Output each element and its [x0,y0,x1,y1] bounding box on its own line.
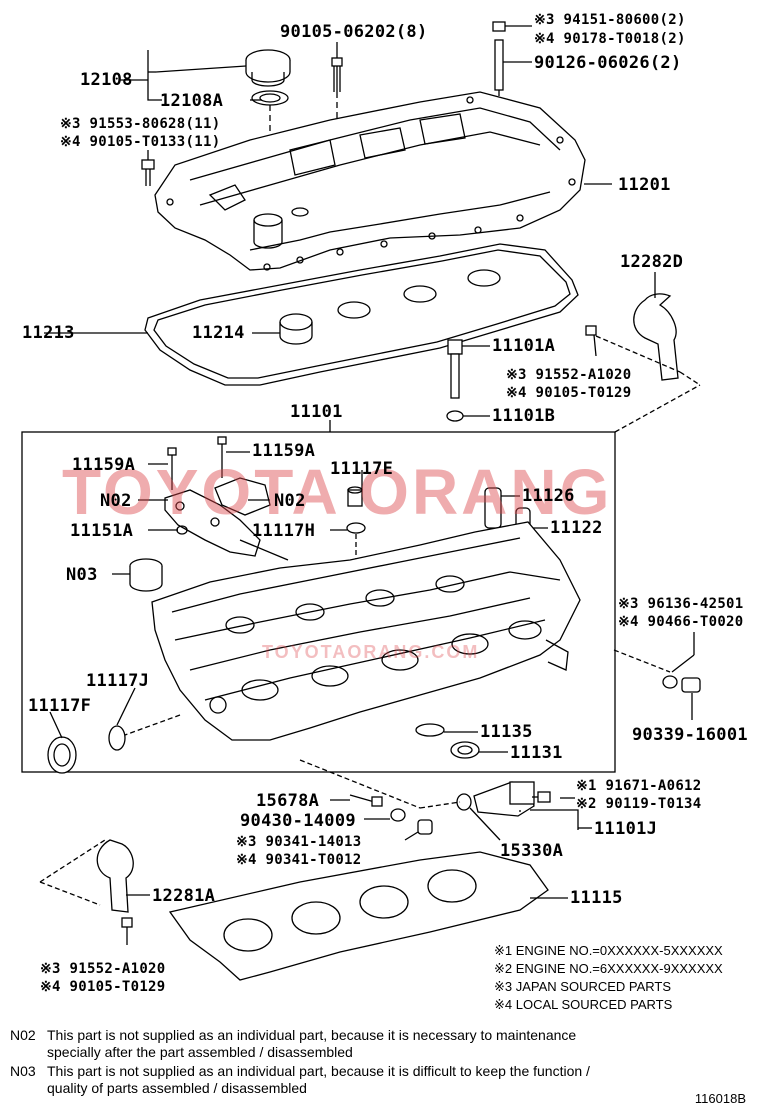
part-label-91552-a1020-bottom: ※3 91552-A1020 [40,961,166,977]
part-label-11159a-right: 11159A [252,441,316,461]
part-label-11101b: 11101B [492,406,556,426]
camshaft-bearing-cap-right [214,477,271,516]
bolt-91671-drawing [532,791,551,803]
watermark-main: TOYOTA ORANG [62,456,613,528]
part-label-90105-t0129-bottom: ※4 90105-T0129 [40,979,166,995]
bolt-91552-a1020-bottom [121,917,133,928]
part-label-11117e: 11117E [330,459,394,479]
part-label-91552-a1020-top: ※3 91552-A1020 [506,367,632,383]
legend-japan-sourced: ※3 JAPAN SOURCED PARTS [494,979,672,994]
bracket-12281a-drawing [96,839,134,913]
part-label-11101j: 11101J [594,819,658,839]
stud-90126-06026 [492,21,506,91]
part-label-11214: 11214 [192,323,245,343]
note-n02-code: N02 [10,1027,36,1043]
gasket-11135-drawing [415,723,445,737]
part-label-11126: 11126 [522,486,575,506]
o-ring-96136-drawing [662,675,678,689]
part-label-11151a: 11151A [70,521,134,541]
plug-sleeve-n03-drawing [129,558,163,592]
note-n03-line2: quality of parts assembled / disassemble… [47,1080,307,1096]
figure-id: 116018B [694,1091,746,1106]
plug-tube-gasket-drawing [279,269,501,345]
part-label-11117f: 11117F [28,696,92,716]
seal-11117j-drawing [108,725,126,751]
part-label-n02-right: N02 [274,491,306,511]
part-label-12282d: 12282D [620,252,684,272]
part-label-90178-t0018: ※4 90178-T0018(2) [534,31,686,47]
part-label-15330a: 15330A [500,841,564,861]
cover-gasket-drawing [144,243,579,386]
part-label-n02-left: N02 [100,491,132,511]
part-label-15678a: 15678A [256,791,320,811]
part-label-11101a: 11101A [492,336,556,356]
part-label-90430-14009: 90430-14009 [240,811,356,831]
bolt-91552-a1020-top [585,325,597,357]
part-label-90466-t0020: ※4 90466-T0020 [618,614,744,630]
part-label-90105-t0133: ※4 90105-T0133(11) [60,134,221,150]
part-label-11135: 11135 [480,722,533,742]
watermark-sub: TOYOTAORANG.COM [262,642,480,662]
note-n02-line1: This part is not supplied as an individu… [47,1027,577,1043]
oil-control-valve-drawing [456,781,535,817]
plug-90339-drawing [681,677,701,693]
seal-11131-drawing [450,741,480,759]
plug-90341-drawing [417,819,433,835]
part-label-11159a-left: 11159A [72,455,136,475]
legend-local-sourced: ※4 LOCAL SOURCED PARTS [494,997,673,1012]
note-n02-line2: specially after the part assembled / dis… [47,1044,353,1060]
part-label-11115: 11115 [570,888,623,908]
part-label-11101: 11101 [290,402,343,422]
plug-11117e-drawing [347,486,363,507]
part-label-11131: 11131 [510,743,563,763]
cylinder-head-frame [21,431,616,773]
part-label-90119-t0134: ※2 90119-T0134 [576,796,702,812]
part-label-12108a: 12108A [160,91,224,111]
part-label-11201: 11201 [618,175,671,195]
note-n03-code: N03 [10,1063,36,1079]
bolt-91553-80628 [141,159,155,186]
part-label-12108: 12108 [80,70,133,90]
part-label-96136-42501: ※3 96136-42501 [618,596,744,612]
part-label-n03: N03 [66,565,98,585]
cylinder-head-drawing [151,521,581,741]
part-label-11117h: 11117H [252,521,316,541]
part-label-94151-80600: ※3 94151-80600(2) [534,12,686,28]
part-label-91671-a0612: ※1 91671-A0612 [576,778,702,794]
part-label-91553-80628: ※3 91553-80628(11) [60,116,221,132]
bolt-15678a-drawing [349,794,383,807]
part-label-90105-t0129-top: ※4 90105-T0129 [506,385,632,401]
plug-11117f-drawing [47,736,77,774]
part-label-90341-t0012: ※4 90341-T0012 [236,852,362,868]
part-label-90105-06202: 90105-06202(8) [280,22,428,42]
oil-filler-cap-drawing [245,49,291,106]
bolt-90105-06202 [331,57,343,92]
part-label-11117j: 11117J [86,671,150,691]
part-label-90339-16001: 90339-16001 [632,725,748,745]
legend-engine-range-2: ※2 ENGINE NO.=6XXXXXX-9XXXXXX [494,961,723,976]
gasket-90430-14009-drawing [390,808,406,822]
part-label-90341-14013: ※3 90341-14013 [236,834,362,850]
legend-engine-range-1: ※1 ENGINE NO.=0XXXXXX-5XXXXXX [494,943,723,958]
bracket-12282d-drawing [633,293,679,381]
part-label-11213: 11213 [22,323,75,343]
note-n03-line1: This part is not supplied as an individu… [47,1063,590,1079]
stud-11101a-drawing [446,339,464,422]
part-label-11122: 11122 [550,518,603,538]
part-label-12281a: 12281A [152,886,216,906]
camshaft-bearing-cap-left [164,489,261,557]
part-label-90126-06026: 90126-06026(2) [534,53,682,73]
cylinder-head-cover-drawing [154,91,586,271]
head-gasket-drawing [168,851,549,981]
